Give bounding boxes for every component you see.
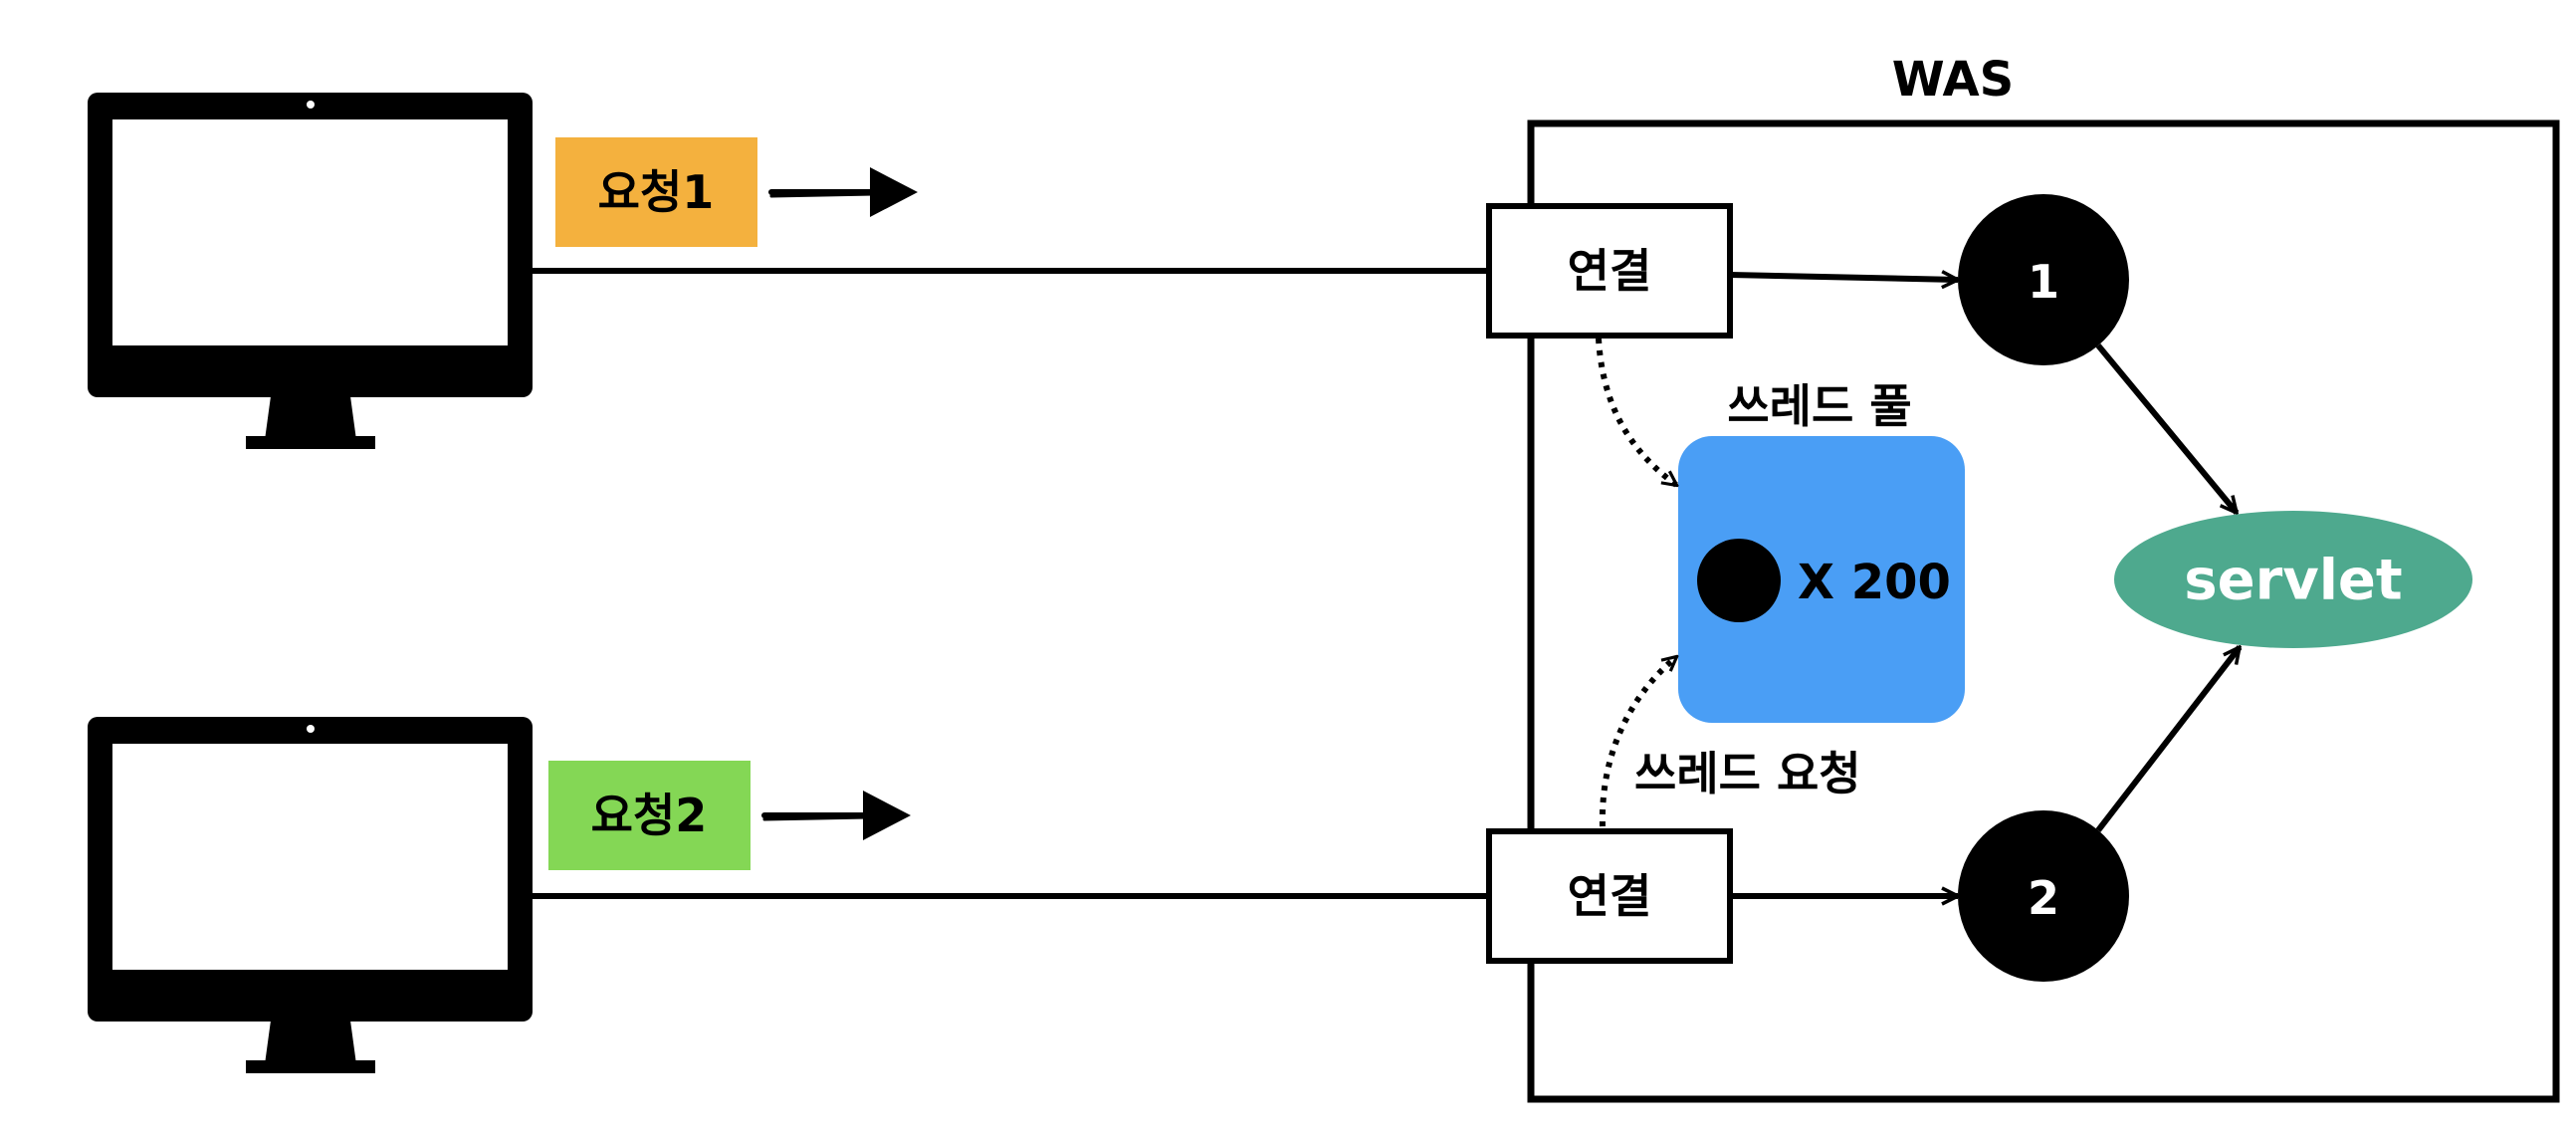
- thread-1-label: 1: [2028, 255, 2059, 309]
- request-1-badge: 요청1: [555, 137, 757, 247]
- connection-1-label: 연결: [1568, 244, 1652, 298]
- thread-dot-icon: [1697, 539, 1781, 622]
- thread-pool-count: X 200: [1798, 555, 1951, 610]
- request-1-label: 요청1: [598, 165, 715, 219]
- thread-request-label: 쓰레드 요청: [1634, 747, 1861, 800]
- thread-2-node: 2: [1958, 810, 2129, 982]
- servlet-label: servlet: [2184, 549, 2402, 613]
- was-container: [1527, 119, 2560, 1103]
- connection-1-thread-request-arrow: [1596, 338, 1676, 485]
- connection-1-box: 연결: [1486, 203, 1733, 339]
- thread-1-to-servlet-arrow: [2095, 343, 2237, 513]
- thread-2-to-servlet-arrow: [2095, 647, 2240, 832]
- request-1-arrow-icon: [768, 167, 918, 217]
- request-2-arrow-icon: [761, 791, 911, 840]
- servlet-node: servlet: [2114, 511, 2472, 648]
- connection-2-label: 연결: [1568, 869, 1652, 923]
- was-title: WAS: [1892, 52, 2015, 108]
- request-2-label: 요청2: [591, 789, 708, 842]
- thread-1-node: 1: [1958, 194, 2129, 365]
- thread-2-label: 2: [2028, 871, 2059, 925]
- connection-2-thread-request-arrow: [1599, 657, 1676, 827]
- connection-2-box: 연결: [1486, 828, 1733, 964]
- thread-pool-box: X 200: [1678, 436, 1965, 723]
- thread-pool-title: 쓰레드 풀: [1727, 379, 1911, 433]
- client-monitor-1-icon: [88, 93, 533, 449]
- request-2-badge: 요청2: [548, 761, 751, 870]
- connection-1-to-thread-1-arrow: [1729, 275, 1958, 280]
- client-monitor-2-icon: [88, 717, 533, 1073]
